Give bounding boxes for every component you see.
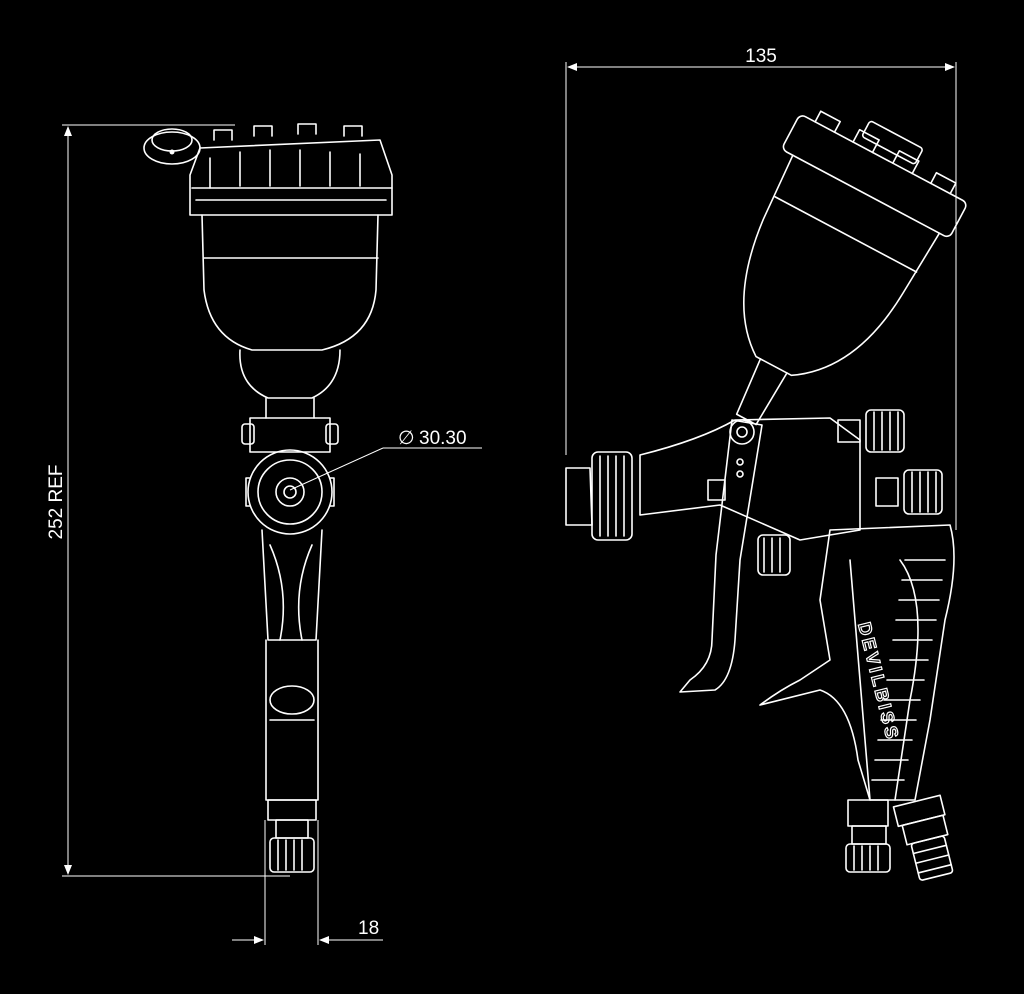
spray-gun-front-view-icon	[143, 123, 393, 873]
dimension-label-diameter-symbol: ∅	[398, 428, 415, 449]
dimension-diameter: ∅ 30.30	[289, 428, 482, 491]
dimension-height-252: 252 REF	[46, 124, 290, 877]
dimension-handle-18: 18	[232, 820, 383, 945]
dimension-label-height: 252 REF	[46, 465, 67, 540]
dimension-label-diameter: 30.30	[419, 428, 467, 449]
dimension-label-handle: 18	[358, 918, 379, 939]
devilbiss-logo: DEVILBISS	[854, 620, 903, 743]
dimension-width-135: 135	[565, 46, 957, 530]
spray-gun-side-view-icon: DEVILBISS	[565, 110, 967, 881]
dimension-label-width: 135	[745, 46, 777, 67]
